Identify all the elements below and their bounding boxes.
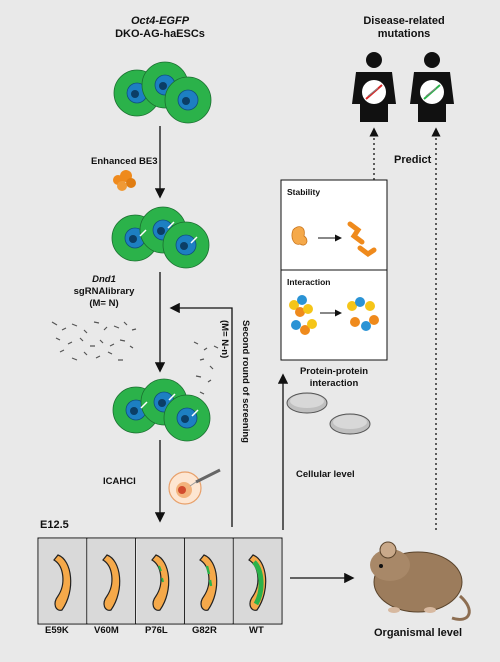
human-figure-left [352,52,396,122]
mutation-label: P76L [145,625,168,636]
cell-cluster-top [113,61,212,124]
second-round-label: Second round of screening [240,320,251,443]
interaction-label: Interaction [287,277,331,287]
disease-title-line2: mutations [377,28,431,40]
second-count-label: (M= N-n) [219,320,230,359]
embryo-panels [37,537,283,625]
icahci-label: ICAHCI [103,476,136,487]
be3-protein-icon [113,170,136,191]
library-gene-label: Dnd1 [92,274,116,285]
organismal-level-label: Organismal level [374,627,463,639]
library-count-label: (M= N) [89,298,119,309]
mutation-label: V60M [94,625,119,636]
library-name-label: sgRNAlibrary [73,286,135,297]
disease-title-line1: Disease-related [363,15,445,27]
icahci-injection-icon [168,468,221,505]
second-round-loop [169,302,233,527]
sgrna-library-icon [51,321,219,395]
stability-label: Stability [287,187,321,197]
predict-label: Predict [394,154,432,166]
cell-cluster-bottom [112,378,211,442]
ppi-label-line1: Protein-protein [299,366,369,377]
cell-cluster-middle [111,206,210,269]
cellular-level-label: Cellular level [296,469,355,480]
cell-line-label: DKO-AG-haESCs [115,28,205,40]
human-figure-right [410,52,454,122]
cell-line-italic-label: Oct4-EGFP [130,15,190,27]
analysis-boxes [280,179,388,361]
mutation-label: WT [249,625,264,636]
be3-label: Enhanced BE3 [91,156,158,167]
mutation-label: G82R [192,625,217,636]
ppi-label-line2: interaction [309,378,359,389]
petri-dish-icon [286,392,371,435]
mutation-label: E59K [45,625,69,636]
stage-label: E12.5 [40,519,69,531]
mouse-icon [370,541,471,621]
